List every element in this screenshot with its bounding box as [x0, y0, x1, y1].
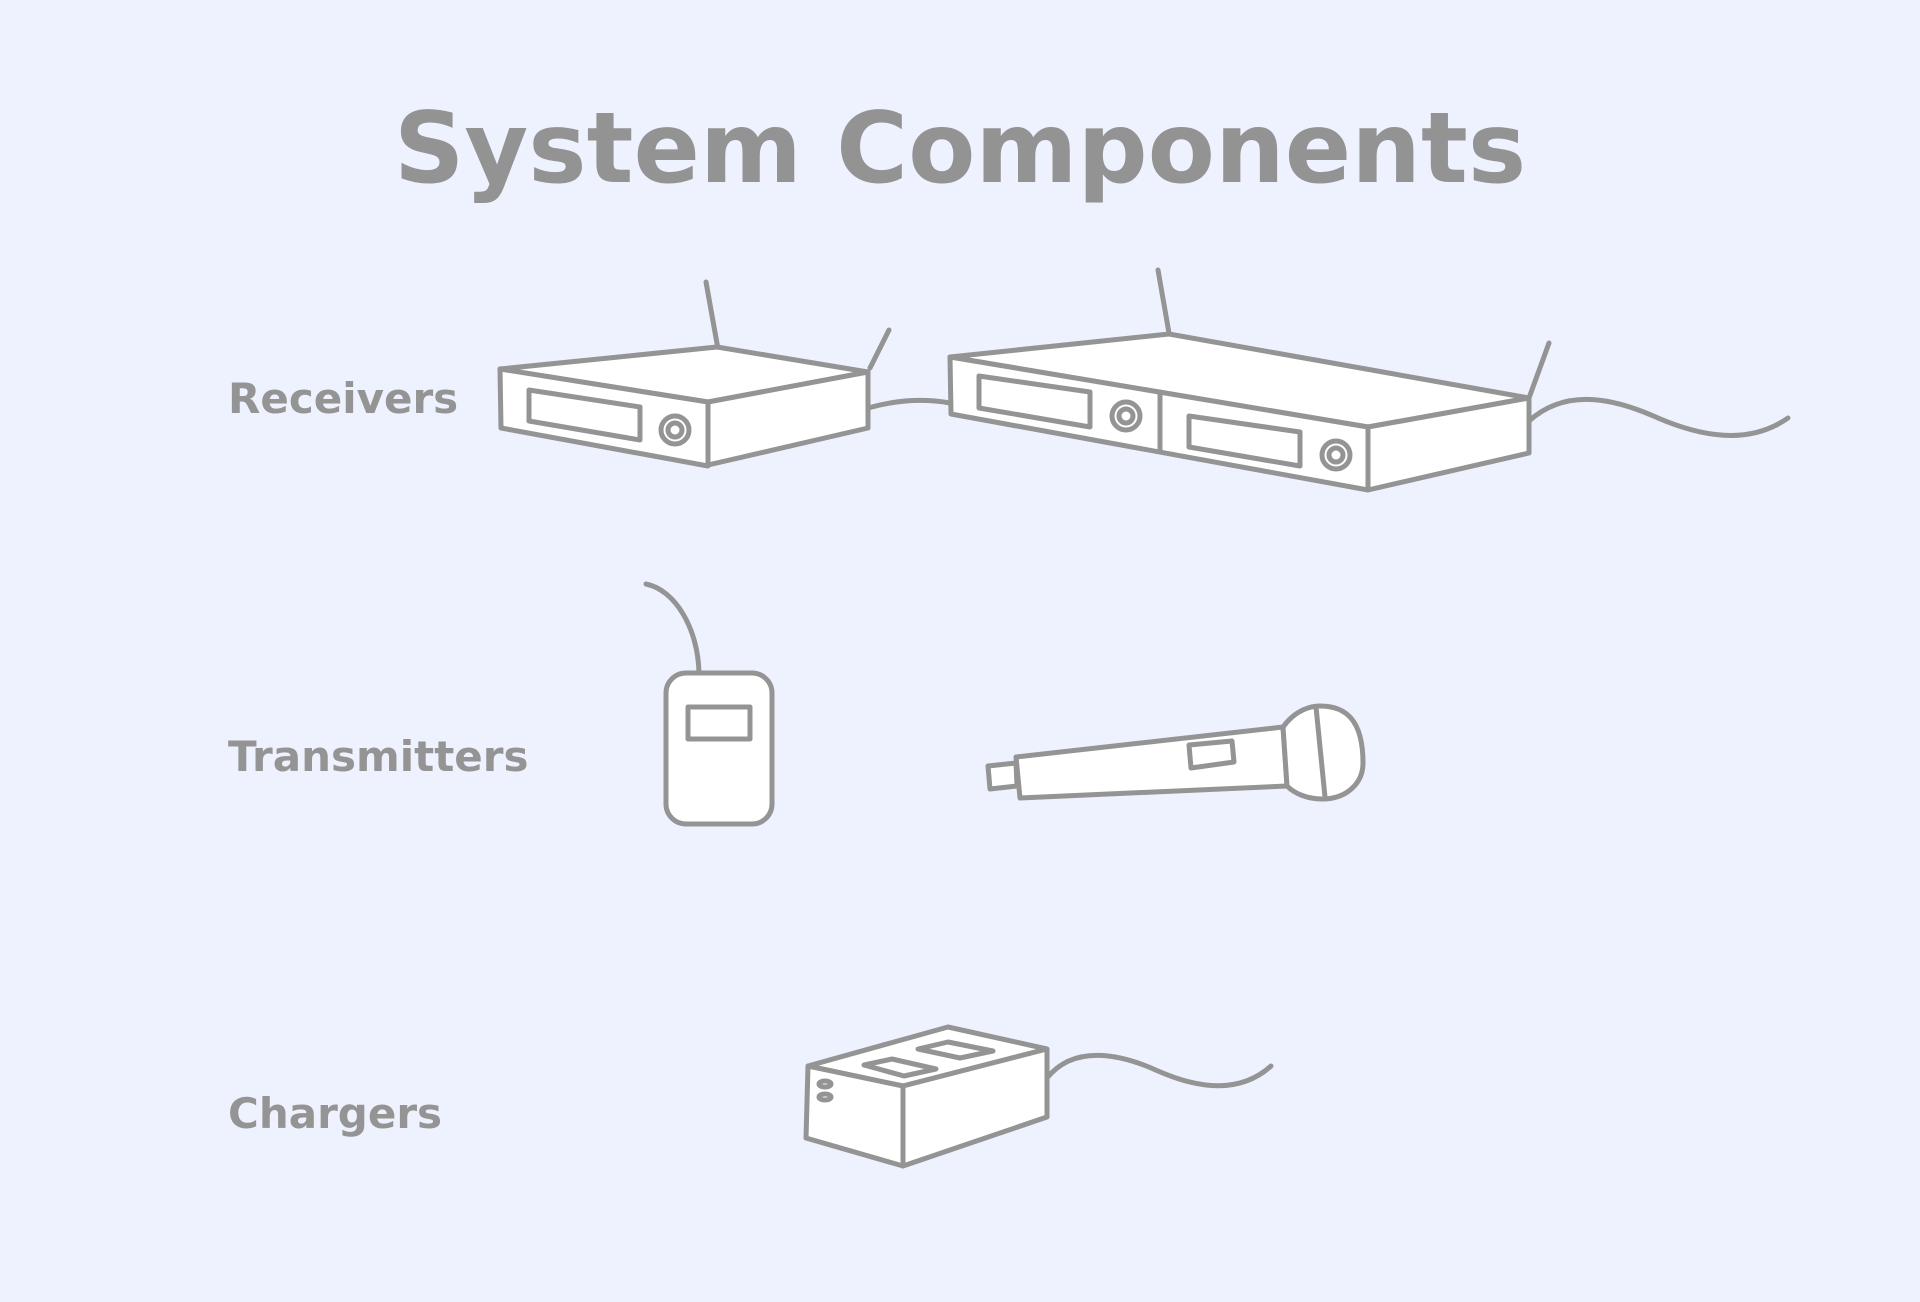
row-label-receivers: Receivers [228, 374, 459, 423]
page-title: System Components [393, 92, 1527, 206]
single-channel-receiver-icon [497, 279, 892, 469]
row-label-transmitters: Transmitters [228, 732, 529, 781]
dual-channel-receiver-icon [947, 267, 1791, 493]
charging-station-icon [803, 1024, 1274, 1169]
link-cable [865, 397, 953, 411]
handheld-microphone-icon [985, 703, 1366, 802]
row-label-chargers: Chargers [228, 1089, 443, 1138]
bodypack-transmitter-icon [643, 581, 775, 827]
